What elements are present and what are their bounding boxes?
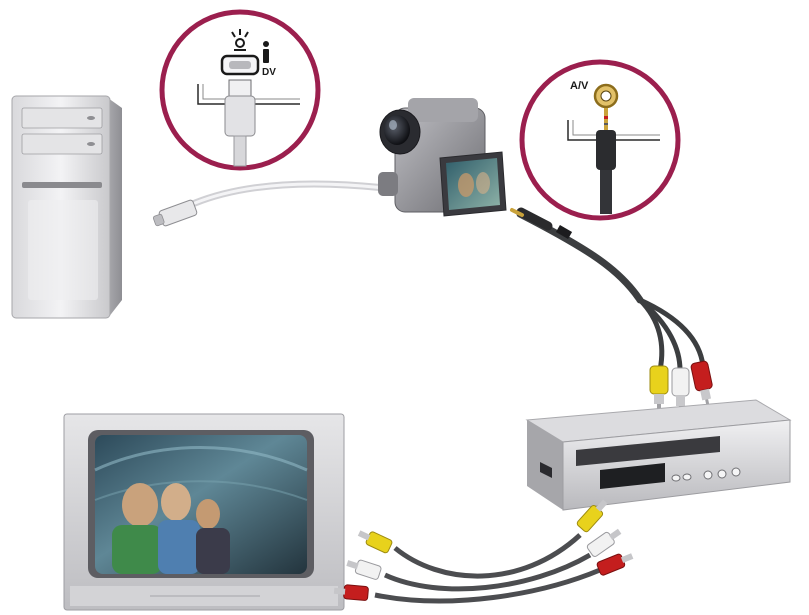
dv-port-label: DV: [262, 67, 276, 78]
vcr-deck: [525, 399, 792, 511]
firewire-cable: [152, 180, 389, 227]
tv-screen: [94, 435, 308, 574]
rca-cable-loose: [333, 499, 634, 604]
av-callout: A/V: [519, 59, 681, 221]
tower-computer: [11, 95, 122, 319]
av-cable: [510, 207, 706, 371]
camcorder-screen: [439, 151, 507, 217]
crt-television: [63, 413, 345, 611]
firewire-callout: DV: [159, 9, 321, 171]
rca-plug-audio-right: [690, 360, 713, 410]
firewire-icon: [231, 29, 249, 51]
firewire-plug: [152, 199, 198, 227]
vcr-buttons: [671, 467, 741, 482]
firewire-connector: [224, 79, 256, 167]
info-icon: [263, 41, 269, 63]
camcorder: [378, 98, 507, 217]
rca-plug-video: [649, 365, 669, 414]
dv-port: [220, 54, 260, 76]
av-port: [593, 83, 619, 109]
av-plug: [596, 108, 616, 214]
av-port-label: A/V: [570, 80, 589, 92]
